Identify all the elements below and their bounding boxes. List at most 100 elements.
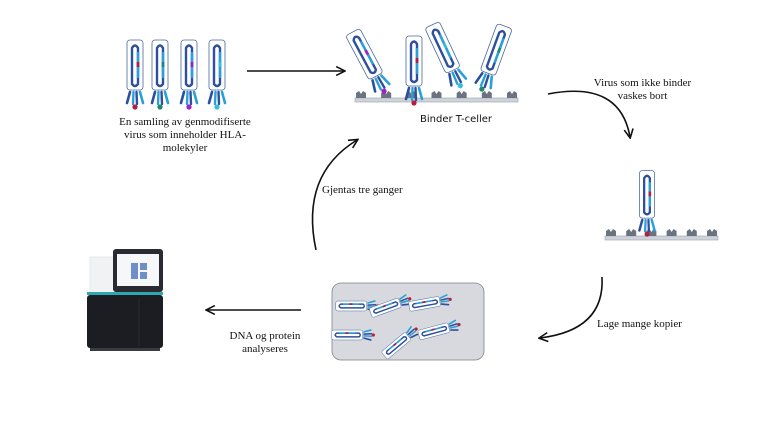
analyze-label-line: DNA og protein: [229, 330, 301, 342]
virus-hla-molecule: [414, 327, 418, 331]
amplify-label: Lage mange kopier: [597, 318, 682, 330]
virus-hla-gene: [161, 62, 165, 67]
virus-capsid: [208, 39, 226, 91]
virus-tail: [399, 294, 407, 300]
virus-hla-gene: [364, 49, 370, 56]
virus-genome: [485, 30, 507, 71]
virus-particle: [369, 294, 412, 318]
virus-hla-gene: [349, 303, 353, 306]
binding-label: Binder T-celler: [420, 114, 493, 125]
virus-tail: [401, 303, 410, 306]
wash-label-line: Virus som ikke binder: [593, 77, 692, 89]
arrow-repeat: [311, 140, 357, 251]
virus-hla-gene: [345, 332, 349, 335]
tcell-receptor: [356, 91, 366, 98]
virus-tail: [440, 300, 450, 303]
virus-tail: [439, 294, 448, 299]
virus-particle: [150, 39, 170, 110]
tcell-receptor: [626, 229, 637, 236]
virus-particle: [408, 294, 452, 312]
virus-tail: [363, 337, 372, 341]
virus-tail: [371, 79, 377, 93]
virus-hla-gene: [422, 301, 426, 304]
virus-particle: [346, 28, 391, 94]
virus-particle: [125, 39, 145, 110]
screen-tile: [140, 272, 147, 279]
virus-tail: [417, 86, 424, 101]
virus-tail: [220, 90, 227, 105]
virus-particle: [404, 35, 424, 106]
arrow-amplify: [540, 276, 603, 338]
virus-capsid: [331, 329, 364, 341]
tcell-receptor: [666, 229, 677, 236]
virus-genome: [373, 301, 399, 314]
virus-particle: [207, 39, 227, 110]
virus-capsid: [346, 28, 383, 80]
virus-genome: [385, 336, 408, 355]
virus-tail: [207, 90, 214, 105]
virus-particle: [179, 39, 199, 110]
virus-capsid: [126, 39, 144, 91]
virus-tail: [380, 74, 391, 86]
virus-tail: [363, 329, 372, 333]
virus-tail: [448, 319, 457, 325]
analyze-label: DNA og protein analyseres: [215, 330, 315, 356]
virus-tail: [451, 71, 459, 85]
virus-hla-molecule: [132, 104, 138, 110]
virus-particle: [417, 319, 461, 340]
instrument-body: [87, 295, 163, 348]
virus-capsid: [381, 332, 411, 360]
virus-tail: [457, 68, 468, 80]
virus-particle: [638, 170, 656, 237]
virus-tail: [449, 323, 458, 327]
virus-tail: [125, 90, 132, 105]
virus-capsid: [480, 23, 512, 76]
virus-tail: [399, 297, 409, 302]
virus-tail: [408, 330, 417, 337]
virus-tail: [185, 90, 189, 106]
virus-genome: [643, 174, 651, 216]
virus-hla-gene: [431, 328, 435, 331]
virus-hla-molecule: [448, 297, 452, 301]
virus-capsid: [425, 22, 460, 73]
virus-tail: [474, 71, 484, 84]
tcell-receptor: [686, 229, 697, 236]
virus-hla-molecule: [457, 82, 463, 89]
virus-genome: [338, 303, 366, 309]
virus-tail: [448, 72, 453, 87]
library-label-line: En samling av genmodifiserte: [119, 116, 251, 128]
screen-tile: [131, 263, 138, 279]
virus-tail: [479, 73, 487, 87]
virus-particle: [425, 22, 468, 89]
virus-tail: [163, 90, 170, 105]
virus-hla-gene: [392, 342, 397, 347]
virus-tail: [407, 328, 415, 336]
virus-tail: [650, 218, 656, 232]
virus-tail: [440, 297, 449, 301]
virus-hla-gene: [442, 42, 448, 49]
arrow-wash: [547, 90, 630, 137]
library-label-line: virus som inneholder HLA-: [124, 129, 246, 141]
culture-tray: [331, 282, 485, 361]
tcell-receptor: [707, 229, 717, 236]
virus-capsid: [639, 170, 655, 219]
virus-genome: [130, 44, 140, 88]
virus-tail: [377, 76, 386, 89]
tcell-receptor: [431, 91, 442, 98]
virus-tail: [449, 329, 459, 331]
virus-genome: [184, 44, 194, 88]
screen-tile: [140, 263, 147, 270]
virus-hla-gene: [136, 62, 140, 67]
virus-genome: [411, 299, 439, 309]
virus-hla-molecule: [479, 86, 485, 92]
tcell-receptor: [481, 91, 492, 98]
virus-tail: [483, 74, 490, 89]
wash-label-line: vaskes bort: [617, 90, 668, 102]
virus-tail: [406, 326, 412, 334]
virus-hla-molecule: [408, 297, 412, 301]
virus-capsid: [335, 300, 368, 312]
virus-tail: [150, 90, 157, 105]
tcell-receptor: [456, 91, 467, 98]
tcell-receptor: [507, 91, 517, 98]
